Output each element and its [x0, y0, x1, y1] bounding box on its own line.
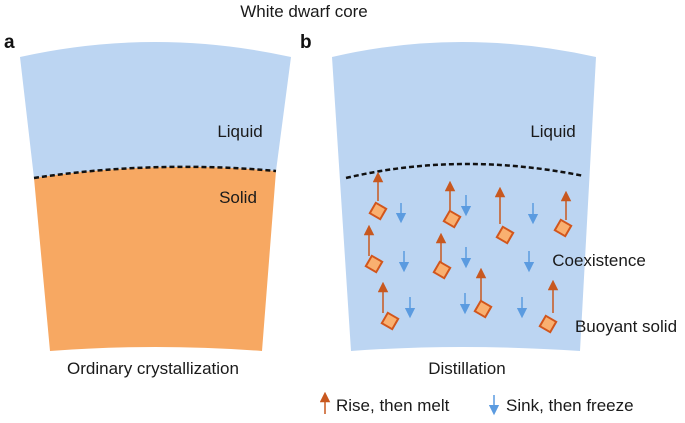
rising-crystal — [432, 232, 452, 280]
rising-crystal — [553, 190, 573, 238]
panel-b: Liquid Coexistence Buoyant solid Distill… — [332, 42, 677, 378]
rising-crystal — [473, 267, 493, 319]
panel-a-letter: a — [4, 32, 15, 53]
rising-crystal — [538, 279, 559, 334]
panel-a-solid-label: Solid — [219, 188, 257, 207]
rising-crystal — [494, 186, 515, 245]
panel-a-phase-boundary — [33, 165, 277, 180]
panel-b-liquid-label: Liquid — [530, 122, 575, 141]
panel-b-buoyant-label: Buoyant solid — [575, 317, 677, 336]
panel-a-liquid-region — [20, 42, 291, 178]
panel-a-solid-region — [34, 166, 276, 351]
legend: Rise, then melt Sink, then freeze — [319, 391, 634, 416]
legend-sink-label: Sink, then freeze — [506, 396, 634, 415]
panel-a-liquid-label: Liquid — [217, 122, 262, 141]
panel-b-caption: Distillation — [428, 359, 505, 378]
panel-a-caption: Ordinary crystallization — [67, 359, 239, 378]
panel-b-coexistence-label: Coexistence — [552, 251, 646, 270]
rising-crystal — [368, 171, 388, 221]
panel-a: Liquid Solid Ordinary crystallization — [20, 42, 291, 378]
legend-rise-label: Rise, then melt — [336, 396, 450, 415]
panel-b-letter: b — [300, 32, 312, 53]
rising-crystal — [363, 224, 384, 274]
figure-title: White dwarf core — [240, 2, 368, 21]
panel-b-region — [332, 42, 596, 351]
panel-b-phase-boundary — [345, 162, 585, 180]
rising-crystal — [442, 180, 462, 229]
rising-crystal — [377, 281, 400, 331]
